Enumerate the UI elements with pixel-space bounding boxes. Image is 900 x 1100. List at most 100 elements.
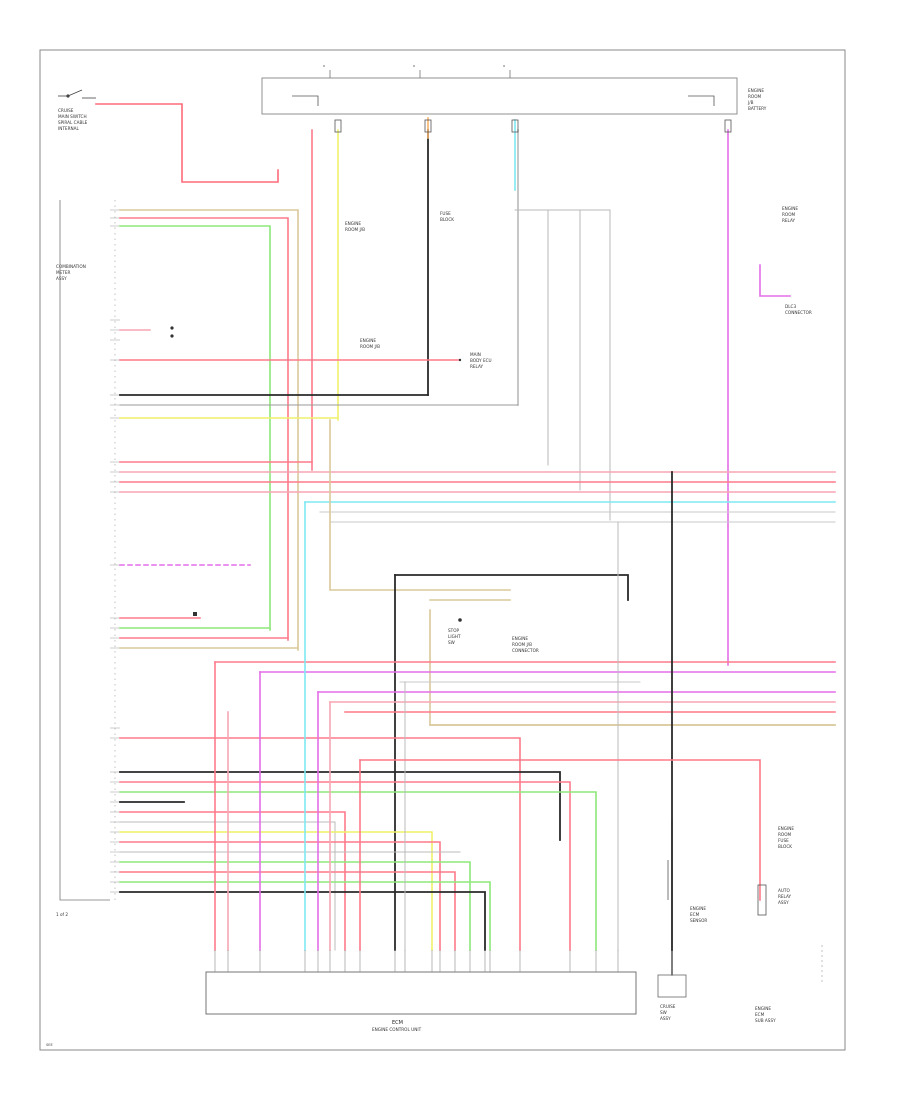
top-right-label: ENGINE ROOM J/B BATTERY [747, 88, 767, 111]
lower-center2-line-1: ENGINE [512, 636, 528, 641]
mid-left-line-2: ROOM J/B [345, 227, 365, 232]
combination-meter-line-2: METER [56, 270, 70, 275]
cruise-switch-line-1: CRUISE [58, 108, 74, 113]
wire-yellow-832 [119, 831, 433, 951]
bottom-small2-line-3: SUB ASSY [755, 1018, 776, 1023]
wire-green-top [119, 225, 271, 631]
top-right-line-4: BATTERY [748, 106, 767, 111]
label-relay-right: ENGINE ROOM RELAY [782, 206, 798, 223]
cruise-switch-icon [58, 89, 96, 99]
fuse-symbols [292, 95, 767, 916]
ecm-pin-ticks [214, 950, 619, 972]
wire-tan-top [119, 209, 299, 651]
lower-right2-line-3: ASSY [778, 900, 789, 905]
wire-tan-center [329, 419, 511, 591]
center-relay-line-1: MAIN [470, 352, 481, 357]
combination-meter-label: COMBINATION METER ASSY [56, 264, 86, 281]
label-lower-right3: ENGINE ECM SENSOR [690, 906, 707, 923]
cruise-sw-box [657, 974, 687, 998]
center-relay-line-3: RELAY [470, 364, 484, 369]
label-cruise-sw: CRUISE SW ASSY [660, 1004, 676, 1021]
wire-pink-lr [359, 759, 761, 901]
bottom-small1-line-1: CRUISE [660, 1004, 676, 1009]
label-ecm: ECM ENGINE CONTROL UNIT [372, 1020, 422, 1032]
lower-right2-line-1: AUTO [778, 888, 790, 893]
label-center-fuse: ENGINE ROOM J/B [360, 338, 380, 349]
wire-magenta-obd [759, 264, 791, 297]
top-right-line-2: ROOM [748, 94, 762, 99]
relay-right-line-2: ROOM [782, 212, 796, 217]
label-lower-right2: AUTO RELAY ASSY [778, 888, 792, 905]
wire-gray-822 [119, 821, 336, 951]
wire-black-892 [119, 891, 486, 951]
label-stop-light: STOP LIGHT SW [448, 628, 461, 645]
lower-center-line-1: STOP [448, 628, 460, 633]
lower-right3-line-1: ENGINE [690, 906, 706, 911]
obd-line-1: DLC3 [785, 304, 796, 309]
wire-pink-872 [119, 871, 456, 951]
svg-text:x: x [323, 64, 326, 68]
mid-small-line-1: FUSE [440, 211, 451, 216]
bottom-ecu-line-1: ECM [392, 1020, 403, 1026]
cruise-switch-label: CRUISE MAIN SWITCH SPIRAL CABLE INTERNAL [58, 108, 88, 131]
label-center-relay: MAIN BODY ECU RELAY [470, 352, 492, 369]
svg-text:x: x [503, 64, 506, 68]
label-engine-room-connector: ENGINE ROOM J/B CONNECTOR [512, 636, 539, 653]
page-ref: 1 of 2 [56, 912, 68, 917]
wire-tan-center3 [429, 609, 836, 726]
wire-pink-812 [119, 811, 346, 951]
mid-left-line-1: ENGINE [345, 221, 361, 226]
wire-black-772 [119, 771, 561, 841]
mid-small-line-2: BLOCK [440, 217, 454, 222]
label-fuse-block: FUSE BLOCK [440, 211, 454, 222]
bottom-small2-line-2: ECM [755, 1012, 765, 1017]
label-engine-room-jb: ENGINE ROOM J/B [345, 221, 365, 232]
wire-green-882 [119, 881, 491, 951]
cruise-switch-line-4: INTERNAL [58, 126, 79, 131]
lower-right2-line-2: RELAY [778, 894, 792, 899]
center-fuse-line-1: ENGINE [360, 338, 376, 343]
wire-pink-842 [119, 841, 441, 951]
label-dlc3: DLC3 CONNECTOR [785, 304, 812, 315]
lower-center2-line-3: CONNECTOR [512, 648, 539, 653]
wire-pink-738 [119, 737, 521, 951]
obd-line-2: CONNECTOR [785, 310, 812, 315]
lower-center-line-3: SW [448, 640, 455, 645]
lower-right1-line-3: FUSE [778, 838, 789, 843]
ecm-box [205, 971, 637, 1015]
combination-meter-bracket [59, 200, 110, 901]
bottom-ecu-line-2: ENGINE CONTROL UNIT [372, 1027, 422, 1032]
top-bus-labels: x x x [323, 64, 506, 68]
lower-right1-line-4: BLOCK [778, 844, 792, 849]
cruise-switch-line-3: SPIRAL CABLE [58, 120, 88, 125]
relay-right-line-1: ENGINE [782, 206, 798, 211]
bottom-small1-line-3: ASSY [660, 1016, 671, 1021]
wire-red-switch [95, 103, 279, 183]
top-bus-box [261, 70, 738, 115]
lower-right1-line-2: ROOM [778, 832, 792, 837]
wire-pink-782 [119, 781, 571, 951]
relay-right-line-3: RELAY [782, 218, 796, 223]
svg-text:x: x [413, 64, 416, 68]
lower-center2-line-2: ROOM J/B [512, 642, 532, 647]
corner-mark: SEE [46, 1043, 54, 1047]
wire-black-center [394, 574, 629, 601]
wire-green-862 [119, 861, 471, 951]
top-right-line-3: J/B [747, 100, 754, 105]
bottom-small1-line-2: SW [660, 1010, 667, 1015]
label-engine-sub: ENGINE ECM SUB ASSY [755, 1006, 776, 1023]
diagram-frame [39, 49, 846, 1051]
lower-right3-line-3: SENSOR [690, 918, 707, 923]
bottom-small2-line-1: ENGINE [755, 1006, 771, 1011]
wire-pink-top [119, 217, 289, 641]
top-right-line-1: ENGINE [748, 88, 764, 93]
cruise-switch-line-2: MAIN SWITCH [58, 114, 87, 119]
lower-right1-line-1: ENGINE [778, 826, 794, 831]
combination-meter-line-3: ASSY [56, 276, 67, 281]
ecu-pin-labels [110, 209, 120, 893]
center-fuse-line-2: ROOM J/B [360, 344, 380, 349]
wire-green-792 [119, 791, 597, 951]
center-relay-line-2: BODY ECU [470, 358, 492, 363]
label-lower-right1: ENGINE ROOM FUSE BLOCK [778, 826, 794, 849]
